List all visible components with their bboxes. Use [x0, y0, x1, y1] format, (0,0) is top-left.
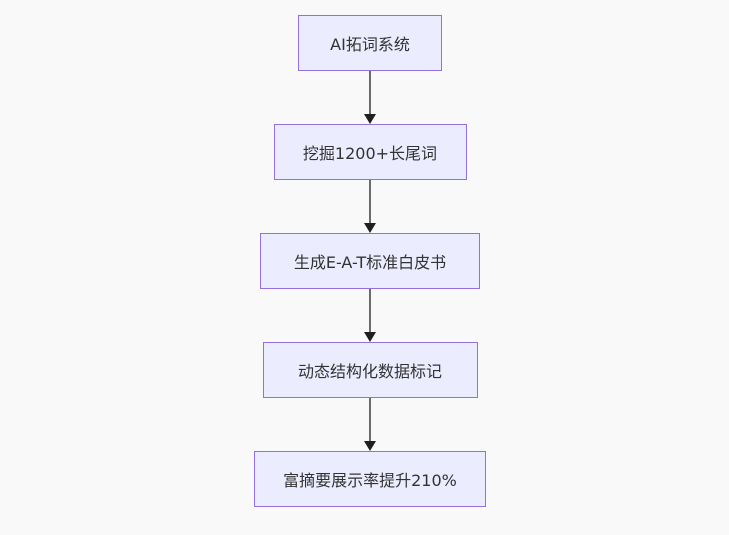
arrow-shaft — [369, 398, 371, 441]
arrowhead-icon — [364, 332, 376, 342]
arrowhead-icon — [364, 441, 376, 451]
arrow-down-4 — [364, 398, 376, 451]
arrow-shaft — [369, 289, 371, 332]
flow-node-rich-snippet-rate: 富摘要展示率提升210% — [254, 451, 486, 507]
flow-node-ai-expansion-system: AI拓词系统 — [298, 15, 442, 71]
arrow-shaft — [369, 180, 371, 223]
arrow-shaft — [369, 71, 371, 114]
arrowhead-icon — [364, 223, 376, 233]
arrowhead-icon — [364, 114, 376, 124]
flow-node-eat-whitepaper: 生成E-A-T标准白皮书 — [260, 233, 480, 289]
arrow-down-2 — [364, 180, 376, 233]
arrow-down-3 — [364, 289, 376, 342]
flow-node-structured-data-markup: 动态结构化数据标记 — [262, 342, 478, 398]
flowchart-column: AI拓词系统 挖掘1200+长尾词 生成E-A-T标准白皮书 动态结构化数据标记… — [254, 15, 486, 507]
arrow-down-1 — [364, 71, 376, 124]
flow-node-longtail-keywords: 挖掘1200+长尾词 — [273, 124, 467, 180]
